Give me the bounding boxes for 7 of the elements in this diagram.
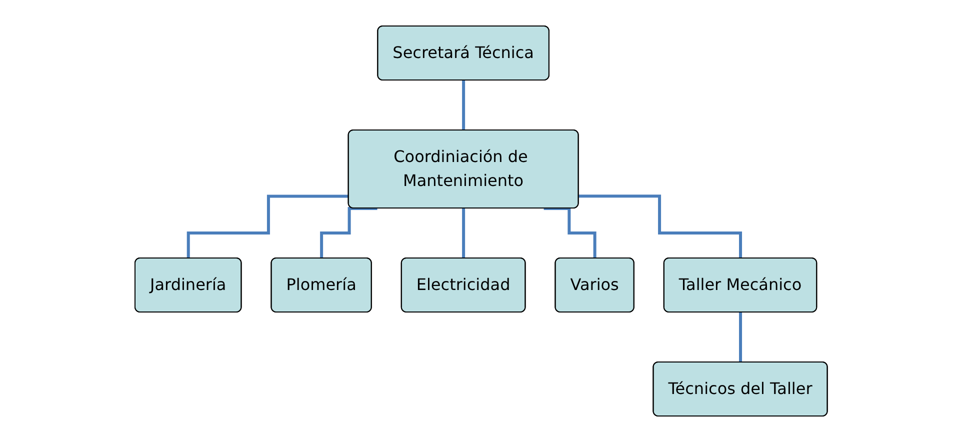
connector: [738, 311, 742, 364]
connector: [462, 207, 466, 260]
connector: [186, 194, 349, 260]
connector: [462, 79, 466, 132]
connector: [544, 207, 596, 260]
connector: [578, 194, 742, 260]
connector: [320, 207, 378, 260]
